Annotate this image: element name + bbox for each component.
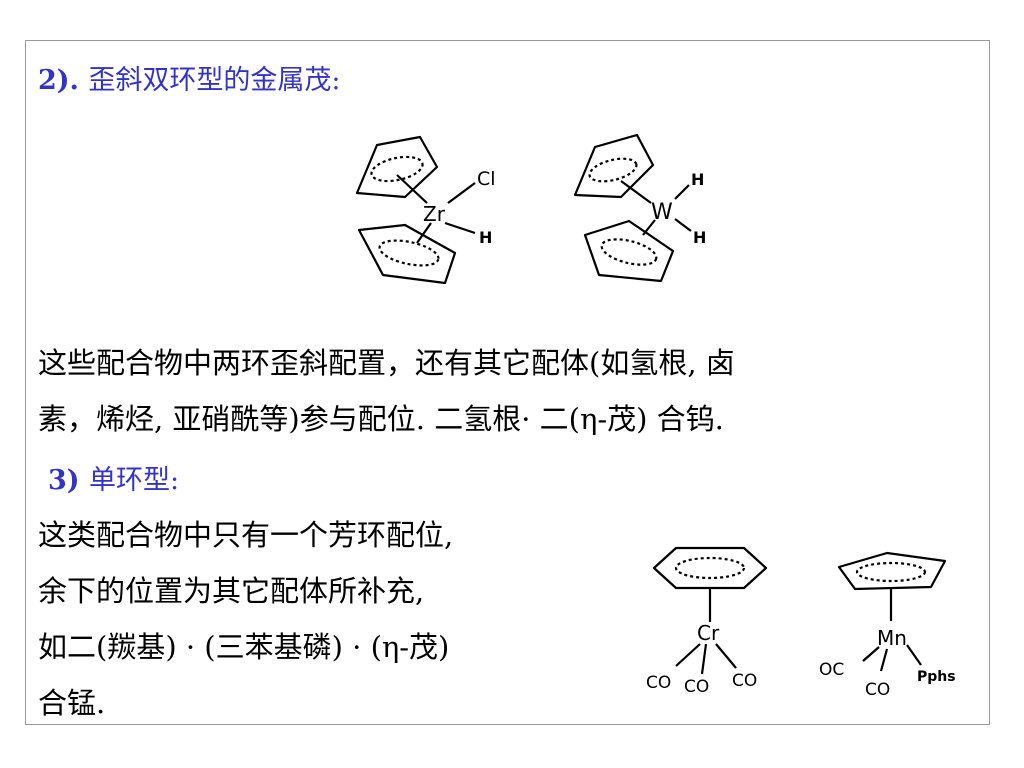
zr-bottom-cp-ring <box>357 223 457 285</box>
cr-co-left-label: CO <box>646 673 671 693</box>
paragraph-2-line-1: 这类配合物中只有一个芳环配位, <box>38 518 454 552</box>
section-3-title: 单环型: <box>88 465 180 496</box>
paragraph-2-line-4: 合锰. <box>38 686 106 720</box>
w-h2-label: H <box>693 228 706 247</box>
cr-benzene-ring <box>652 546 768 590</box>
section-2-title: 歪斜双环型的金属茂: <box>88 65 341 96</box>
mn-cp-ring <box>837 551 947 591</box>
section-2-number: 2). <box>38 65 79 96</box>
cyclopentadienyl-manganese-diagram: Mn OC CO Pphs <box>819 551 956 700</box>
slide-frame <box>25 40 990 725</box>
mn-oc-left-label: OC <box>819 660 844 680</box>
paragraph-2-line-2: 余下的位置为其它配体所补充, <box>38 574 425 608</box>
zirconocene-diagram: Zr Cl H <box>355 135 496 285</box>
section-3-number: 3) <box>48 465 80 496</box>
mn-pph-label: Pphs <box>917 669 956 685</box>
cr-co-right-label: CO <box>732 671 757 691</box>
paragraph-2-line-3: 如二(羰基) · (三苯基磷) · (η-茂) <box>38 630 450 664</box>
benzene-chromium-tricarbonyl-diagram: Cr CO CO CO <box>646 546 768 697</box>
cr-co-mid-label: CO <box>684 677 709 697</box>
zr-metal-label: Zr <box>423 202 446 226</box>
tungstenocene-diagram: W H H <box>573 133 706 283</box>
paragraph-1-line-1: 这些配合物中两环歪斜配置，还有其它配体(如氢根, 卤 <box>38 346 735 380</box>
w-top-cp-ring <box>573 133 655 199</box>
section-3-heading: 3) 单环型: <box>48 458 179 497</box>
w-h1-label: H <box>691 170 704 189</box>
section-2-heading: 2). 歪斜双环型的金属茂: <box>38 58 340 97</box>
paragraph-1-line-2: 素，烯烃, 亚硝酰等)参与配位. 二氢根· 二(η-茂) 合钨. <box>38 402 724 436</box>
w-bottom-cp-ring <box>583 219 675 283</box>
zr-cl-label: Cl <box>477 168 496 190</box>
w-metal-label: W <box>651 200 673 225</box>
mn-metal-label: Mn <box>877 626 907 650</box>
zr-top-cp-ring <box>355 135 439 199</box>
zr-h-label: H <box>479 228 492 247</box>
cr-metal-label: Cr <box>697 621 720 645</box>
mn-co-mid-label: CO <box>865 680 890 700</box>
